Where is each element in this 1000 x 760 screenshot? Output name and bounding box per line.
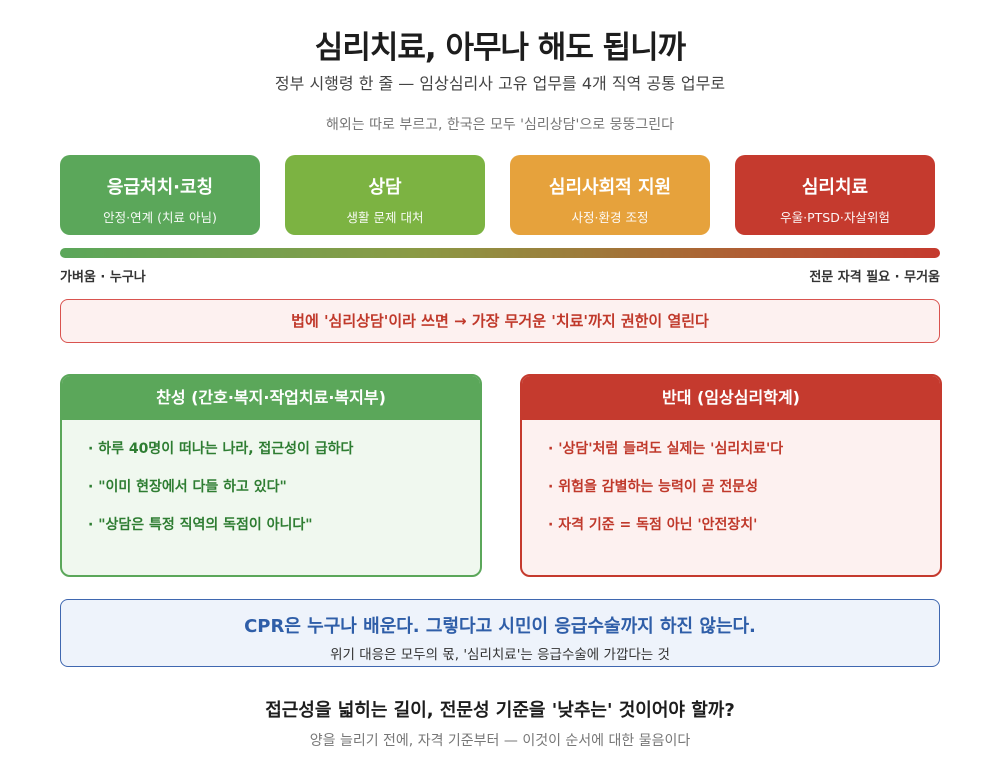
closing-question: 접근성을 넓히는 길이, 전문성 기준을 '낮추는' 것이어야 할까? [265,700,735,721]
card-title: 심리치료 [801,177,869,198]
card-title: 심리사회적 지원 [548,177,672,198]
list-item: · "이미 현장에서 다들 하고 있다" [88,479,287,495]
card-desc: 우울·PTSD·자살위험 [780,210,890,225]
page-subtitle: 정부 시행령 한 줄 — 임상심리사 고유 업무를 4개 직역 공통 업무로 [274,74,726,93]
card-counseling: 상담 생활 문제 대처 [285,155,485,235]
list-item: · '상담'처럼 들려도 실제는 '심리치료'다 [548,441,784,457]
card-title: 응급처치·코칭 [106,177,214,198]
list-item: · 위험을 감별하는 능력이 곧 전문성 [548,479,759,495]
card-desc: 생활 문제 대처 [346,210,424,225]
card-desc: 사정·환경 조정 [571,210,649,225]
warning-banner: 법에 '심리상담'이라 쓰면 → 가장 무거운 '치료'까지 권한이 열린다 [60,299,940,343]
pro-list: · 하루 40명이 떠나는 나라, 접근성이 급하다 · "이미 현장에서 다들… [62,420,480,534]
analogy-main: CPR은 누구나 배운다. 그렇다고 시민이 응급수술까지 하진 않는다. [244,616,756,637]
spectrum-left-label: 가벼움 · 누구나 [60,270,146,285]
con-list: · '상담'처럼 들려도 실제는 '심리치료'다 · 위험을 감별하는 능력이 … [522,420,940,534]
pro-panel: 찬성 (간호·복지·작업치료·복지부) · 하루 40명이 떠나는 나라, 접근… [60,374,482,577]
card-first-aid: 응급처치·코칭 안정·연계 (치료 아님) [60,155,260,235]
card-psychosocial-support: 심리사회적 지원 사정·환경 조정 [510,155,710,235]
card-desc: 안정·연계 (치료 아님) [103,210,217,225]
closing-subtext: 양을 늘리기 전에, 자격 기준부터 — 이것이 순서에 대한 물음이다 [309,733,691,749]
card-title: 상담 [368,177,402,198]
analogy-sub: 위기 대응은 모두의 몫, '심리치료'는 응급수술에 가깝다는 것 [330,647,670,663]
context-note: 해외는 따로 부르고, 한국은 모두 '심리상담'으로 뭉뚱그린다 [326,117,674,133]
page-title: 심리치료, 아무나 해도 됩니까 [314,30,686,66]
list-item: · 하루 40명이 떠나는 나라, 접근성이 급하다 [88,441,354,457]
severity-gradient-bar [60,248,940,258]
spectrum-right-label: 전문 자격 필요 · 무거움 [809,270,940,285]
analogy-box: CPR은 누구나 배운다. 그렇다고 시민이 응급수술까지 하진 않는다. 위기… [60,599,940,667]
list-item: · "상담은 특정 직역의 독점이 아니다" [88,517,313,533]
card-psychotherapy: 심리치료 우울·PTSD·자살위험 [735,155,935,235]
con-panel: 반대 (임상심리학계) · '상담'처럼 들려도 실제는 '심리치료'다 · 위… [520,374,942,577]
list-item: · 자격 기준 = 독점 아닌 '안전장치' [548,517,758,533]
pro-panel-title: 찬성 (간호·복지·작업치료·복지부) [62,376,480,420]
con-panel-title: 반대 (임상심리학계) [522,376,940,420]
